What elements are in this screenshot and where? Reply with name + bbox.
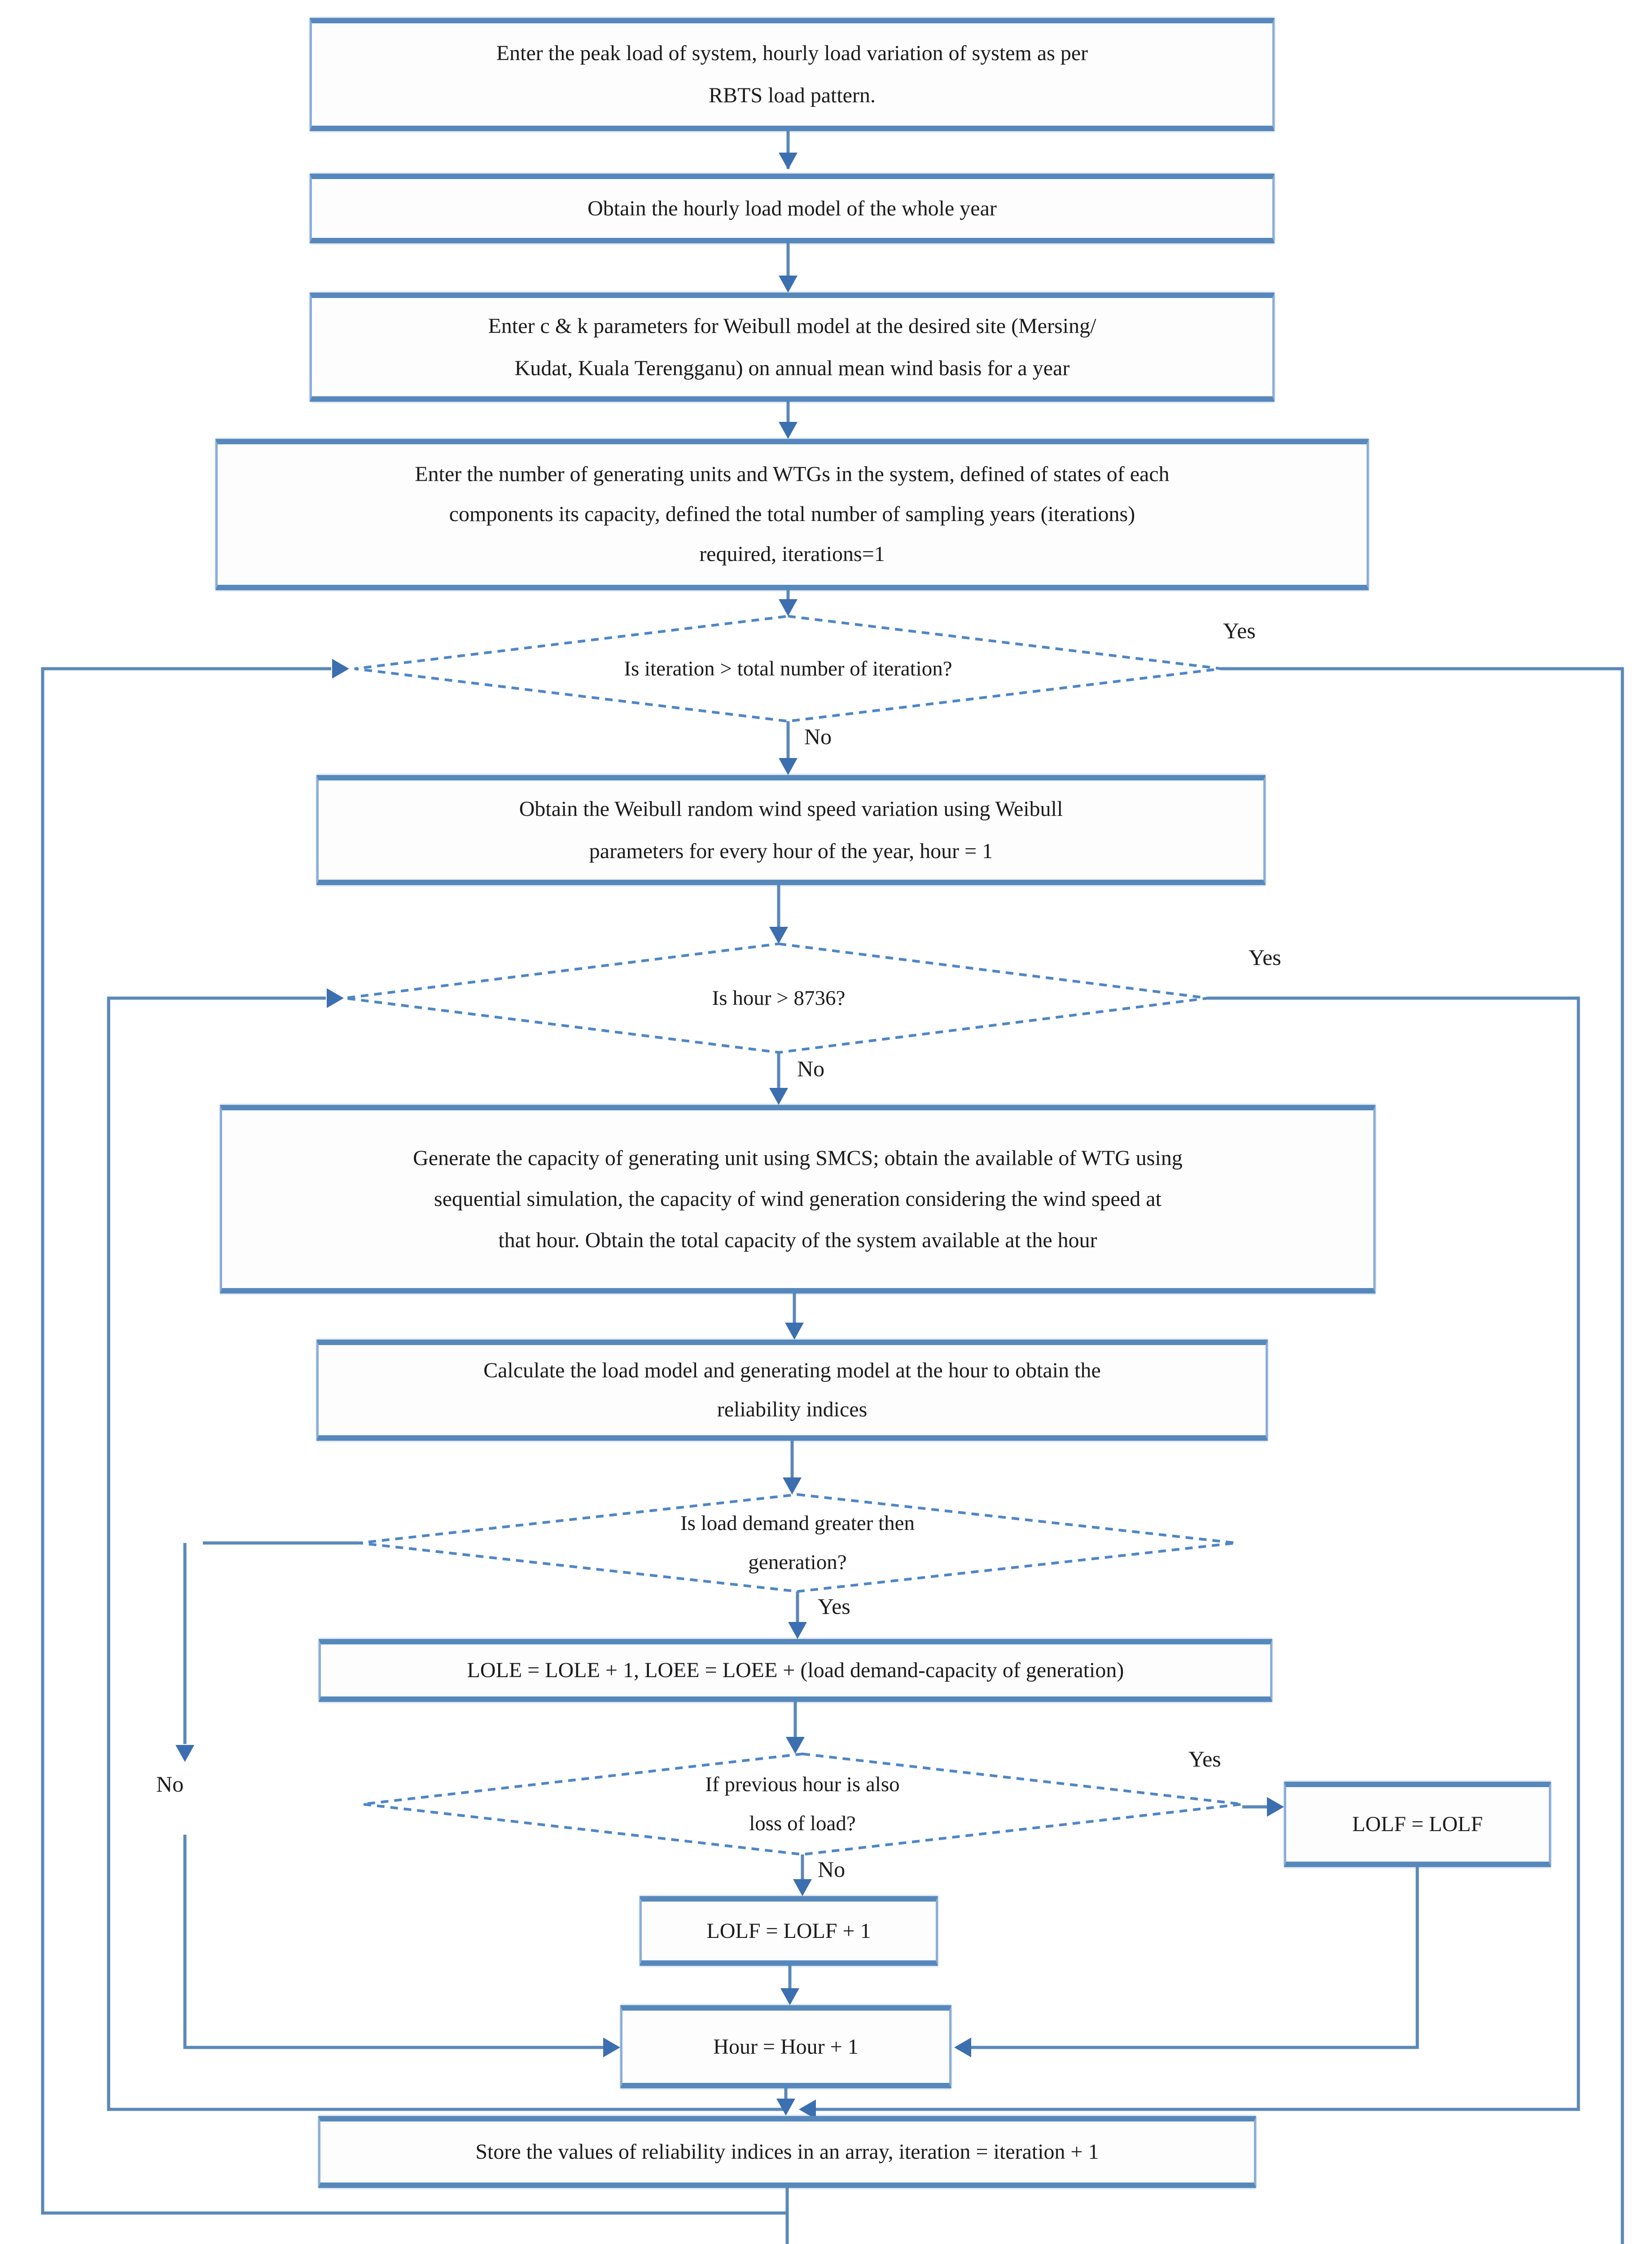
arrowheads xyxy=(175,153,1284,2119)
decision-prev-hour-shape xyxy=(362,1752,1243,1856)
decision-hour-label: Is hour > 8736? xyxy=(712,986,846,1010)
decision-prev-hour-label: If previous hour is also loss of load? xyxy=(705,1773,900,1835)
box-weibull-parameters: Enter c & k parameters for Weibull model… xyxy=(310,293,1275,402)
box-lolf-eq: LOLF = LOLF xyxy=(1284,1782,1551,1867)
box-hourly-load-model: Obtain the hourly load model of the whol… xyxy=(310,174,1275,243)
edge-hour-yes xyxy=(816,996,1580,2111)
edge-iteration-loop xyxy=(41,667,789,2244)
decision-iteration-shape xyxy=(354,614,1222,723)
decision-hour-shape xyxy=(344,942,1209,1054)
edge-lolfeq-hour xyxy=(971,1867,1419,2049)
decision-load-label: Is load demand greater then generation? xyxy=(680,1512,915,1574)
edge-iteration-yes xyxy=(1222,667,1624,2244)
decision-load-shape xyxy=(359,1493,1236,1593)
label-iteration-no: No xyxy=(804,724,832,749)
box-hour-inc: Hour = Hour + 1 xyxy=(620,2005,951,2088)
box-lolf-inc: LOLF = LOLF + 1 xyxy=(640,1896,938,1966)
label-iteration-yes: Yes xyxy=(1223,618,1256,643)
box-weibull-wind-speed: Obtain the Weibull random wind speed var… xyxy=(316,775,1266,885)
box-store-indices: Store the values of reliability indices … xyxy=(318,2116,1256,2188)
arrow-down-icon xyxy=(769,758,798,1105)
box-generate-capacity: Generate the capacity of generating unit… xyxy=(220,1105,1376,1293)
box-calculate-models: Calculate the load model and generating … xyxy=(316,1340,1268,1441)
label-prev-no: No xyxy=(818,1857,846,1882)
edge-load-no xyxy=(183,1541,615,2049)
label-hour-no: No xyxy=(797,1056,825,1081)
decision-iteration-label: Is iteration > total number of iteration… xyxy=(624,657,952,680)
box-enter-peak-load: Enter the peak load of system, hourly lo… xyxy=(310,18,1275,131)
label-load-yes: Yes xyxy=(818,1594,850,1619)
label-load-no: No xyxy=(156,1771,184,1797)
arrow-down-icon xyxy=(783,1323,807,1639)
box-generating-units: Enter the number of generating units and… xyxy=(215,439,1369,590)
label-prev-yes: Yes xyxy=(1188,1746,1221,1771)
box-lole-loee: LOLE = LOLE + 1, LOEE = LOEE + (load dem… xyxy=(319,1639,1272,1702)
label-hour-yes: Yes xyxy=(1249,945,1281,970)
